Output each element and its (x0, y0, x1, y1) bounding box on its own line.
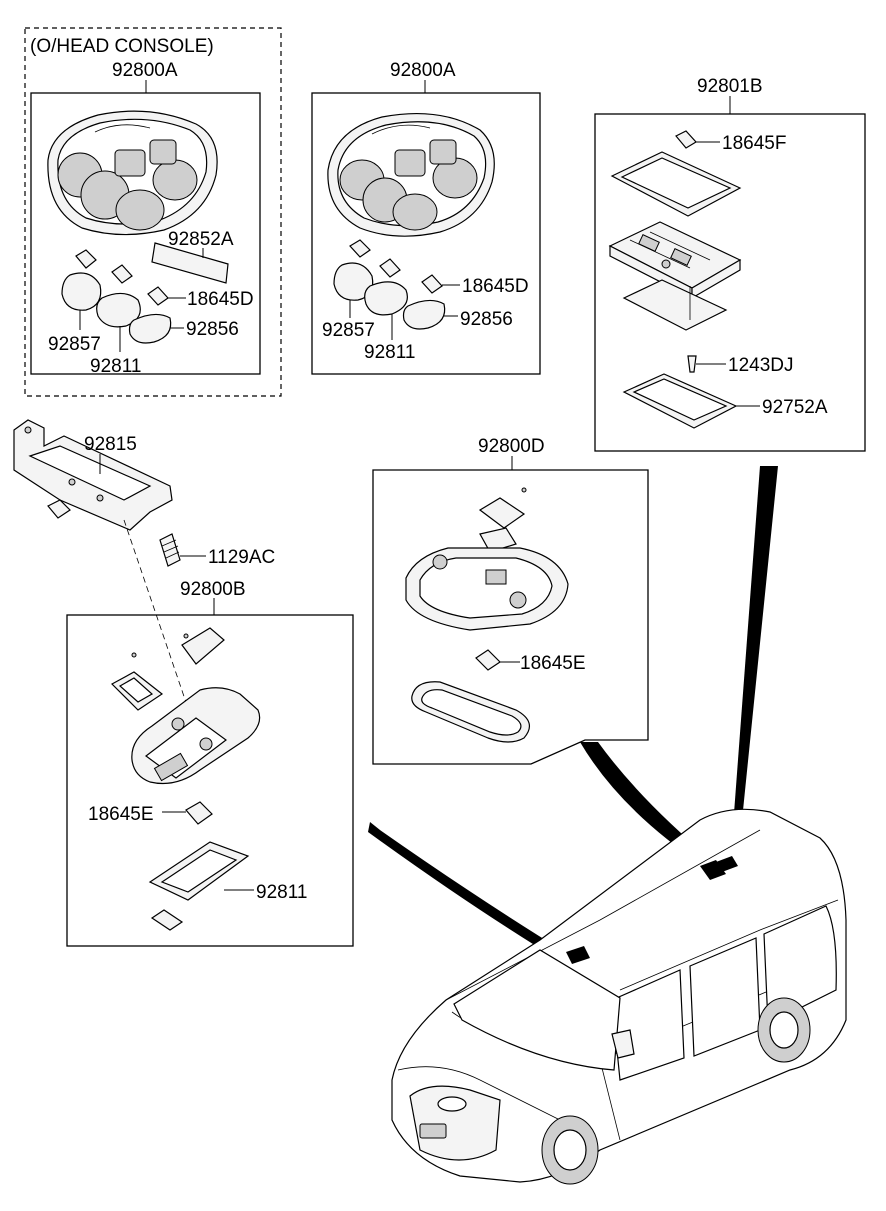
part-92811-label-1: 92811 (90, 356, 141, 377)
lens-92857-1 (61, 272, 102, 311)
leader-arrow-92801B (732, 466, 778, 840)
reflector-92801B (622, 279, 728, 331)
leader-arrow-92800D (580, 742, 712, 866)
group-92800D: 92800D 18645E (372, 436, 649, 765)
part-18645D-label-1: 18645D (187, 289, 254, 310)
bulb-18645E-1 (185, 801, 213, 825)
bulb-18645E-2 (475, 649, 501, 671)
overhead-console-group: (O/HEAD CONSOLE) 92800A 92852A 18645D (24, 27, 282, 397)
lamp-assembly-92800D (405, 487, 569, 631)
part-92857-label-2: 92857 (322, 320, 375, 341)
bulb-18645F (675, 130, 697, 149)
lens-92856-1 (128, 313, 172, 344)
part-92752A-label: 92752A (762, 397, 828, 418)
bracket-92815-group: 92815 1129AC (13, 419, 275, 721)
group-92800A-frame-2 (311, 92, 541, 375)
screw-1243DJ (687, 355, 697, 373)
lens-92856-2 (402, 299, 446, 330)
overhead-console-label: (O/HEAD CONSOLE) (30, 36, 214, 57)
part-92800D-label: 92800D (478, 436, 545, 457)
group-92801B-frame (594, 113, 866, 452)
part-92800A-label-1: 92800A (112, 60, 178, 81)
leader-arrow-92800B (368, 822, 568, 962)
part-92856-label-1: 92856 (186, 319, 239, 340)
part-92800B-label: 92800B (180, 579, 246, 600)
part-92815-label: 92815 (84, 434, 137, 455)
part-18645E-label-2: 18645E (520, 653, 586, 674)
bulb-18645D-set-1 (75, 249, 169, 306)
group-92800A-2: 92800A 18645D 92857 92856 92811 (311, 60, 541, 375)
part-1129AC-label: 1129AC (208, 547, 275, 568)
lens-92857-2 (333, 262, 374, 301)
part-1243DJ-label: 1243DJ (728, 355, 794, 376)
leader-arrows (368, 466, 778, 962)
group-92801B: 92801B 18645F 1243DJ 92752A (594, 76, 866, 452)
lamp-housing-92800A-2 (327, 113, 495, 237)
minivan-illustration (391, 808, 847, 1185)
overhead-console-dashed-frame (24, 27, 282, 397)
group-92800A-frame-1 (30, 92, 261, 375)
bulb-18645D-set-2 (349, 239, 443, 294)
part-18645F-label: 18645F (722, 133, 786, 154)
part-92852A-label: 92852A (168, 229, 234, 250)
part-92856-label-2: 92856 (460, 309, 513, 330)
part-92801B-label: 92801B (697, 76, 763, 97)
part-18645D-label-2: 18645D (462, 276, 529, 297)
part-92811-label-3: 92811 (256, 882, 307, 903)
part-18645E-label-1: 18645E (88, 804, 154, 825)
lens-92811-2 (364, 281, 408, 316)
lens-92811-1 (96, 292, 141, 328)
lamp-housing-92800A-1 (47, 110, 218, 236)
lens-92852A (151, 242, 229, 284)
lamp-assembly-92800B (111, 627, 261, 785)
part-92811-label-2: 92811 (364, 342, 415, 363)
group-92800B-frame (66, 614, 354, 947)
part-92800A-label-2: 92800A (390, 60, 456, 81)
group-92800B: 92800B 18645E 92811 (66, 579, 354, 947)
bolt-1129AC (159, 533, 181, 567)
clip-92800B (150, 909, 184, 931)
group-92800D-frame (372, 469, 649, 765)
part-92857-label-1: 92857 (48, 334, 101, 355)
